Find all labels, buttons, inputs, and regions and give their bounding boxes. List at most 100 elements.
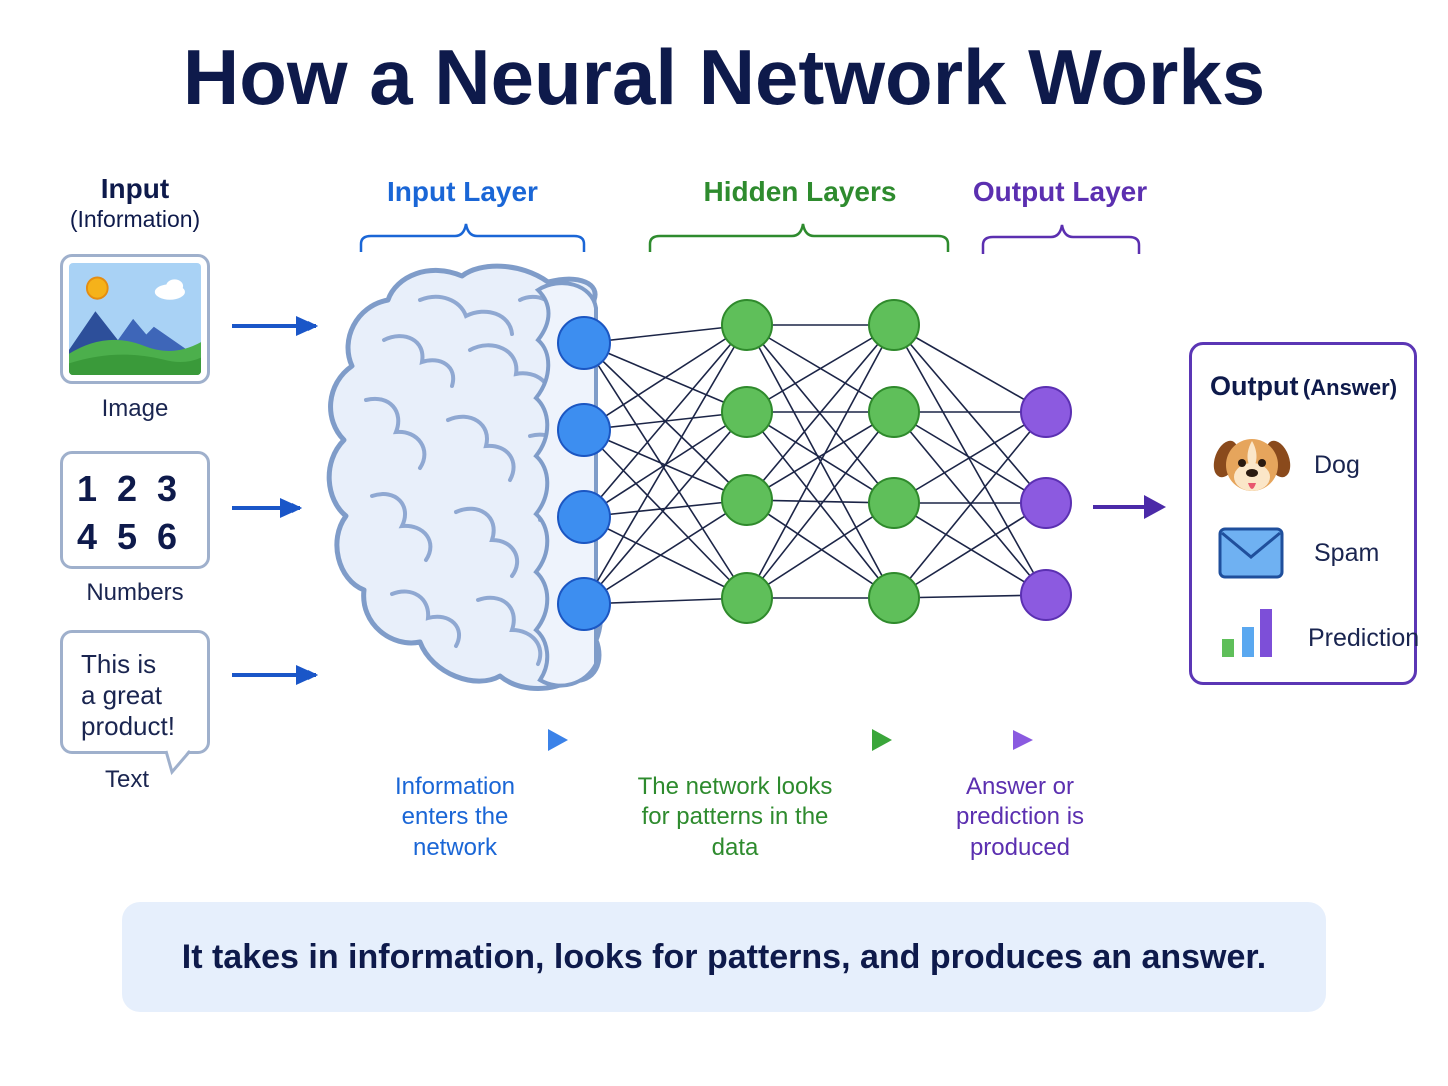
connection-line: [746, 502, 895, 599]
input-node: [557, 490, 611, 544]
speech-bubble-tail: [164, 748, 192, 776]
input-node: [557, 577, 611, 631]
input-node: [557, 316, 611, 370]
input-layer-label: Input Layer: [387, 176, 538, 207]
caption-line: produced: [969, 833, 1071, 861]
connection-line: [583, 324, 748, 431]
text-line: This is: [81, 649, 157, 679]
connection-line: [583, 516, 748, 599]
image-input-card: [60, 254, 210, 384]
output-heading-subtitle: (Answer): [1302, 375, 1398, 400]
text-line: product!: [81, 711, 175, 742]
connection-line: [893, 411, 1047, 504]
connection-line: [746, 324, 895, 501]
connection-line: [583, 597, 748, 605]
connection-line: [583, 411, 748, 605]
hidden-node-2: [868, 477, 920, 529]
summary-text: It takes in information, looks for patte…: [181, 937, 1267, 976]
output-layer-bracket: [981, 224, 1141, 254]
caption-line: network: [412, 833, 498, 861]
brain-illustration: [326, 263, 603, 691]
connection-line: [746, 411, 895, 504]
landscape-image-icon: [69, 263, 201, 375]
output-layer-label: Output Layer: [972, 176, 1148, 207]
output-item-dog-label: Dog: [1314, 451, 1360, 479]
summary-banner: It takes in information, looks for patte…: [122, 902, 1326, 1012]
hidden-flow-arrowhead: [872, 729, 892, 751]
hidden-node-2: [868, 572, 920, 624]
output-panel: Output (Answer) Dog Spam Prediction: [1189, 342, 1420, 685]
caption-line: Answer or: [965, 773, 1075, 800]
dog-icon: [1213, 439, 1291, 491]
network-connections: [583, 324, 1047, 605]
hidden-node-1: [721, 572, 773, 624]
connection-line: [746, 324, 895, 504]
hidden-node-1: [721, 299, 773, 351]
connection-line: [746, 411, 895, 501]
number-cell: 6: [157, 516, 178, 557]
image-arrowhead: [296, 316, 318, 336]
connection-line: [893, 502, 1047, 596]
input-heading: Input (Information): [40, 172, 230, 233]
number-cell: 4: [77, 516, 98, 557]
connection-line: [893, 324, 1047, 504]
input-heading-subtitle: (Information): [69, 205, 201, 232]
numbers-input-card: 1 2 3 4 5 6: [60, 451, 210, 569]
numbers-arrowhead: [280, 498, 302, 518]
connection-line: [583, 324, 748, 605]
connection-line: [893, 324, 1047, 413]
input-caption: Information enters the network: [350, 772, 560, 863]
caption-line: Information: [394, 773, 516, 800]
number-cell: 5: [117, 516, 138, 557]
hidden-caption: The network looks for patterns in the da…: [610, 772, 860, 863]
numbers-input-label: Numbers: [86, 579, 184, 606]
caption-line: The network looks: [637, 773, 833, 800]
connection-line: [746, 411, 895, 599]
image-input-label: Image: [101, 395, 169, 422]
output-item-prediction-label: Prediction: [1308, 624, 1420, 652]
output-heading: Output (Answer): [1210, 371, 1397, 402]
connection-line: [583, 342, 748, 599]
caption-line: prediction is: [955, 803, 1085, 831]
hidden-node-1: [721, 474, 773, 526]
caption-line: data: [711, 833, 759, 861]
number-cell: 3: [157, 468, 178, 509]
input-node: [557, 403, 611, 457]
output-caption: Answer or prediction is produced: [920, 772, 1120, 863]
input-layer-bracket: [359, 223, 586, 252]
output-node: [1020, 386, 1072, 438]
text-arrowhead: [296, 665, 318, 685]
output-node: [1020, 477, 1072, 529]
connection-line: [893, 502, 1047, 599]
input-flow-arrowhead: [548, 729, 568, 751]
number-cell: 2: [117, 468, 138, 509]
connection-line: [746, 499, 895, 599]
envelope-icon: [1218, 527, 1284, 579]
bar-chart-icon: [1222, 609, 1272, 657]
hidden-node-1: [721, 386, 773, 438]
caption-line: enters the: [401, 803, 509, 831]
number-cell: 1: [77, 468, 98, 509]
hidden-node-2: [868, 299, 920, 351]
text-input-label: Text: [104, 766, 149, 793]
output-flow-arrowhead: [1013, 730, 1033, 750]
connection-line: [583, 324, 748, 344]
hidden-node-2: [868, 386, 920, 438]
output-node: [1020, 569, 1072, 621]
hidden-layers-label: Hidden Layers: [703, 176, 897, 207]
numbers-grid: 1 2 3 4 5 6: [77, 468, 187, 558]
output-heading-title: Output: [1210, 371, 1299, 401]
page-title: How a Neural Network Works: [182, 33, 1266, 121]
text-line: a great: [81, 680, 162, 711]
connection-line: [583, 499, 748, 605]
network-nodes: [557, 299, 1072, 631]
caption-line: for patterns in the: [641, 803, 829, 831]
connection-line: [746, 324, 895, 413]
connection-line: [583, 324, 748, 518]
connection-line: [746, 324, 895, 599]
output-item-spam-label: Spam: [1314, 539, 1380, 567]
text-input-card: This is a great product!: [60, 630, 210, 754]
hidden-layers-bracket: [648, 223, 950, 252]
input-heading-title: Input: [100, 173, 170, 204]
